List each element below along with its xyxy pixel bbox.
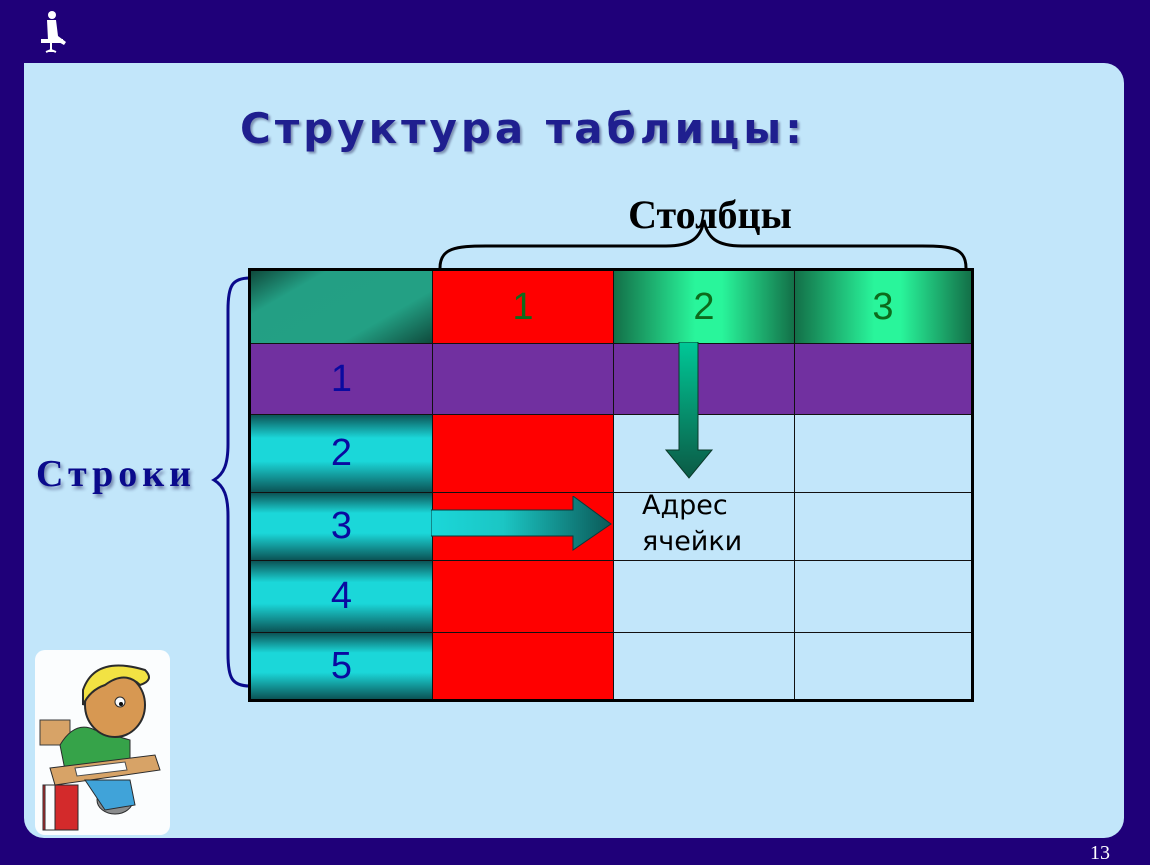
rows-brace (211, 276, 251, 688)
cell-r4-c3[interactable] (795, 561, 971, 633)
cell-address-label: Адрес ячейки (642, 488, 792, 560)
row-header-3[interactable]: 3 (251, 493, 433, 561)
column-header-2[interactable]: 2 (614, 271, 795, 344)
rows-label: Строки (36, 453, 196, 495)
cell-r4-c1[interactable] (433, 561, 614, 633)
cell-r5-c2[interactable] (614, 633, 795, 699)
cell-r1-c3[interactable] (795, 344, 971, 415)
thinking-student-icon (39, 664, 161, 831)
cell-r1-c2[interactable] (614, 344, 795, 415)
row-header-2[interactable]: 2 (251, 415, 433, 493)
cell-r2-c1[interactable] (433, 415, 614, 493)
column-header-3[interactable]: 3 (795, 271, 971, 344)
cell-r1-c1[interactable] (433, 344, 614, 415)
cell-r2-c3[interactable] (795, 415, 971, 493)
columns-label: Столбцы (628, 192, 792, 237)
cell-address-line1: Адрес (642, 490, 728, 521)
student-illustration (35, 650, 170, 835)
slide-panel-corner (24, 63, 48, 87)
page-number: 13 (1090, 842, 1110, 864)
cell-r5-c3[interactable] (795, 633, 971, 699)
seated-person-icon (41, 11, 66, 53)
row-header-5[interactable]: 5 (251, 633, 433, 699)
cell-r4-c2[interactable] (614, 561, 795, 633)
corner-cell (251, 271, 433, 344)
arrow-right-icon (431, 496, 612, 551)
arrow-down-icon (664, 342, 714, 479)
row-header-4[interactable]: 4 (251, 561, 433, 633)
cell-r3-c3[interactable] (795, 493, 971, 561)
column-header-1[interactable]: 1 (433, 271, 614, 344)
slide-title: Структура таблицы: (240, 104, 806, 153)
cell-r5-c1[interactable] (433, 633, 614, 699)
cell-address-line2: ячейки (642, 526, 743, 557)
columns-brace (438, 219, 968, 269)
spreadsheet-table: 1 2 3 1 2 3 4 5 (248, 268, 974, 702)
row-header-1[interactable]: 1 (251, 344, 433, 415)
cell-r3-c2[interactable] (614, 493, 795, 561)
